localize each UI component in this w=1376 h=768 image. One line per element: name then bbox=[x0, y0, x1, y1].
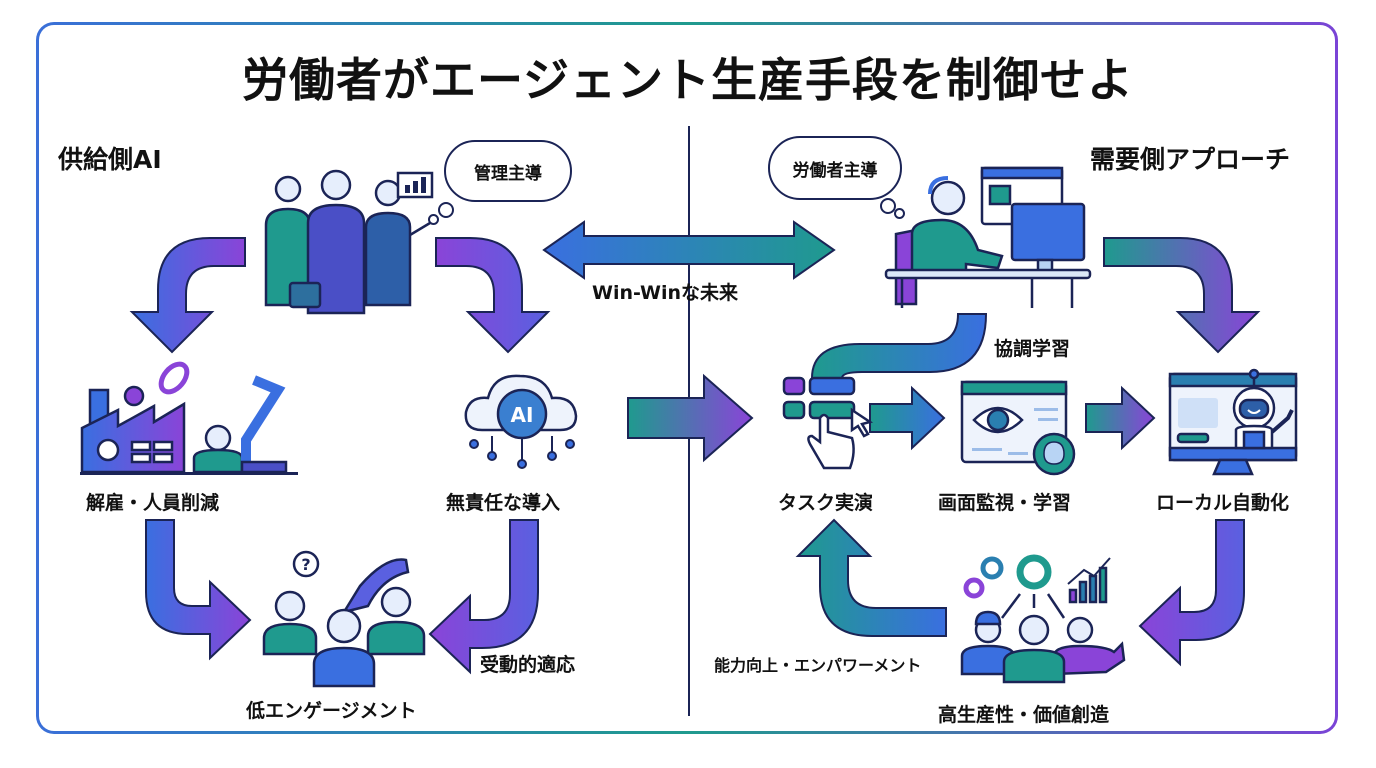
node-label-task-demo: タスク実演 bbox=[778, 492, 874, 514]
section-label-demand: 需要側アプローチ bbox=[1090, 145, 1291, 174]
arrow-to-local-automation bbox=[1103, 237, 1261, 354]
thought-text: 労働者主導 bbox=[792, 160, 878, 181]
thought-bubble bbox=[428, 214, 439, 225]
thought-cloud-worker: 労働者主導 bbox=[768, 136, 902, 200]
thought-bubble bbox=[894, 208, 905, 219]
edge-label-win-win: Win-Winな未来 bbox=[592, 282, 739, 304]
worker-at-desk-icon bbox=[884, 166, 1092, 308]
arrow-to-layoffs bbox=[129, 237, 246, 354]
win-win-double-arrow bbox=[542, 220, 836, 280]
thought-bubble bbox=[880, 198, 896, 214]
node-label-local-automation: ローカル自動化 bbox=[1156, 492, 1290, 514]
edge-label-empowerment: 能力向上・エンパワーメント bbox=[714, 656, 922, 675]
node-label-low-engagement: 低エンゲージメント bbox=[246, 700, 417, 722]
edge-label-collaborative-learning: 協調学習 bbox=[994, 338, 1071, 360]
page-title: 労働者がエージェント生産手段を制御せよ bbox=[241, 53, 1135, 107]
edge-label-passive-adaptation: 受動的適応 bbox=[480, 654, 576, 676]
productive-team-icon bbox=[960, 554, 1126, 684]
node-label-screen-watch: 画面監視・学習 bbox=[938, 492, 1072, 514]
svg-text:?: ? bbox=[301, 555, 310, 574]
arrow-screen-to-local bbox=[1085, 385, 1156, 451]
section-label-supply: 供給側AI bbox=[58, 145, 162, 174]
transition-arrow bbox=[627, 373, 754, 463]
thought-text: 管理主導 bbox=[474, 163, 542, 184]
ai-cloud-icon: AI bbox=[464, 374, 578, 469]
arrow-task-to-screen bbox=[869, 385, 946, 451]
managers-group-icon bbox=[264, 169, 434, 315]
node-label-high-productivity: 高生産性・価値創造 bbox=[938, 704, 1110, 726]
arrow-to-high-productivity bbox=[1138, 519, 1245, 667]
factory-robot-icon bbox=[80, 361, 298, 475]
arrow-to-irresponsible bbox=[435, 237, 551, 354]
node-label-layoffs: 解雇・人員削減 bbox=[86, 492, 220, 514]
thought-cloud-management: 管理主導 bbox=[444, 140, 572, 202]
thought-bubble bbox=[438, 202, 454, 218]
node-label-irresponsible-adoption: 無責任な導入 bbox=[446, 492, 561, 514]
arrow-empowerment bbox=[795, 518, 947, 637]
arrow-to-low-engagement-right bbox=[428, 519, 539, 675]
arrow-to-low-engagement-left bbox=[145, 519, 252, 661]
ai-badge-text: AI bbox=[511, 403, 534, 427]
arrow-collab bbox=[810, 313, 988, 379]
local-automation-robot-icon bbox=[1168, 368, 1298, 476]
screen-watch-learn-icon bbox=[960, 380, 1076, 476]
disengaged-workers-icon: ? bbox=[262, 550, 426, 688]
task-demo-click-icon bbox=[782, 376, 874, 470]
